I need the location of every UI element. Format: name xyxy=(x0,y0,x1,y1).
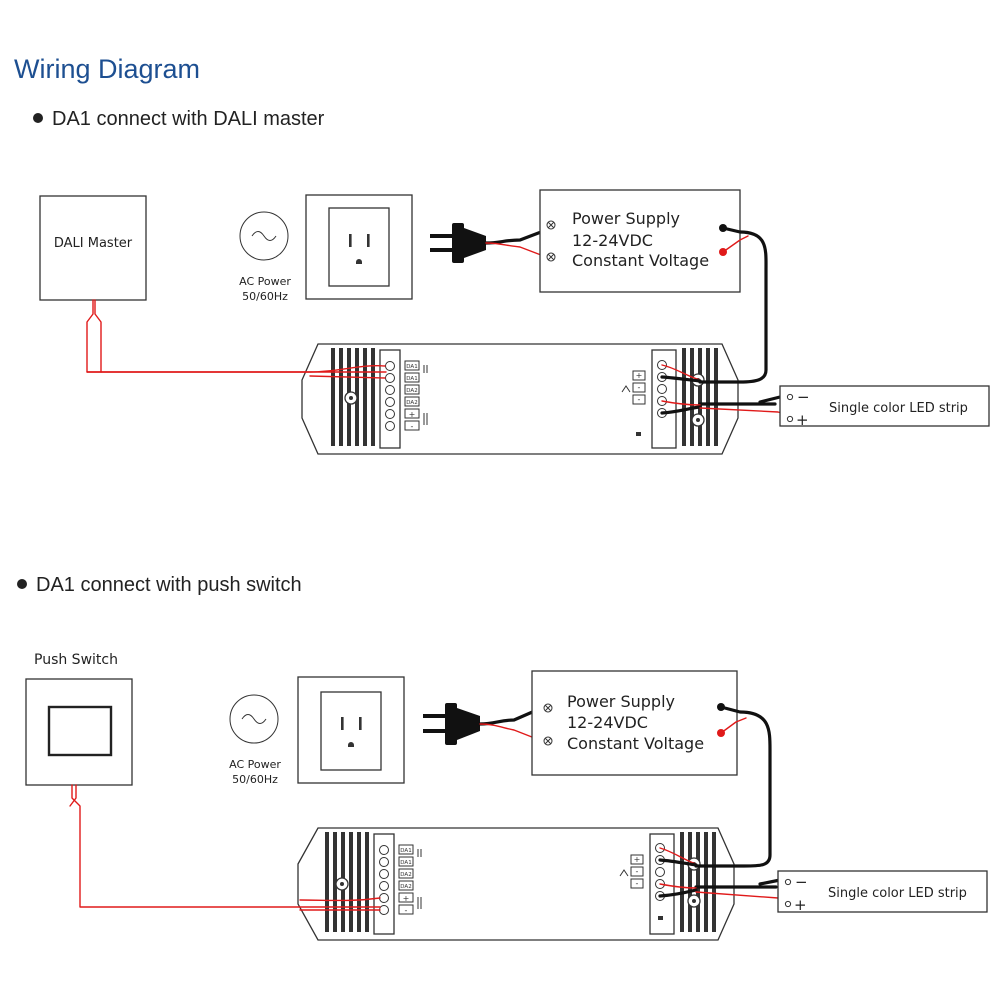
power-supply-voltage: 12-24VDC xyxy=(567,713,648,732)
ac-power-icon xyxy=(229,694,279,744)
led-strip xyxy=(777,870,988,913)
terminal-markings: DA1 DA1 DA2 DA2 + - xyxy=(404,360,428,431)
svg-text:+: + xyxy=(409,410,416,419)
ac-frequency-label: 50/60Hz xyxy=(232,773,278,786)
svg-text:DA1: DA1 xyxy=(400,848,411,854)
svg-text:-: - xyxy=(411,422,414,431)
da1-controller: DA1 DA1 DA2 DA2 + - + xyxy=(297,827,735,941)
da1-controller: DA1 DA1 DA2 DA2 + - + xyxy=(301,343,739,455)
power-supply-terminal-icon xyxy=(546,220,556,262)
ac-power-label: AC Power xyxy=(229,758,281,771)
svg-text:-: - xyxy=(636,867,639,876)
terminal-markings: DA1 DA1 DA2 DA2 + - xyxy=(398,844,422,915)
svg-text:+: + xyxy=(634,855,641,864)
push-switch-wire xyxy=(71,784,381,908)
wall-outlet-icon xyxy=(305,194,413,300)
led-strip-minus: − xyxy=(795,873,808,891)
power-supply-type: Constant Voltage xyxy=(567,734,704,753)
svg-text:DA2: DA2 xyxy=(406,388,417,394)
power-supply-title: Power Supply xyxy=(567,692,675,711)
section-heading: DA1 connect with DALI master xyxy=(52,108,325,130)
section-dali-master: DA1 connect with DALI master DALI Master… xyxy=(33,108,990,455)
power-supply-box xyxy=(531,670,738,776)
output-terminals: + - - xyxy=(621,360,667,436)
svg-text:-: - xyxy=(638,383,641,392)
power-supply-terminal-icon xyxy=(543,703,553,746)
led-strip-label: Single color LED strip xyxy=(828,886,967,901)
plug-icon xyxy=(430,223,486,263)
led-strip xyxy=(779,385,990,427)
power-supply-box xyxy=(539,189,741,293)
svg-text:DA1: DA1 xyxy=(400,860,411,866)
bullet-icon xyxy=(17,579,27,589)
svg-text:+: + xyxy=(636,371,643,380)
wall-outlet-icon xyxy=(297,676,405,784)
svg-text:DA1: DA1 xyxy=(406,376,417,382)
output-terminals: + - - xyxy=(619,843,665,920)
section-push-switch: DA1 connect with push switch Push Switch… xyxy=(17,574,988,941)
dali-master-box xyxy=(39,195,147,301)
svg-text:DA1: DA1 xyxy=(406,364,417,370)
power-supply-title: Power Supply xyxy=(572,209,680,228)
dc-positive-wire xyxy=(659,847,697,865)
svg-text:-: - xyxy=(405,906,408,915)
power-supply-voltage: 12-24VDC xyxy=(572,231,653,250)
svg-text:-: - xyxy=(636,879,639,888)
dc-negative-wire xyxy=(694,705,772,868)
power-supply-type: Constant Voltage xyxy=(572,251,709,270)
svg-text:DA2: DA2 xyxy=(400,884,411,890)
led-strip-plus: + xyxy=(794,896,807,914)
ac-power-label: AC Power xyxy=(239,275,291,288)
svg-text:-: - xyxy=(638,395,641,404)
dc-positive-wire xyxy=(661,364,701,381)
dali-master-label: DALI Master xyxy=(54,236,133,251)
plug-icon xyxy=(423,703,480,745)
svg-text:DA2: DA2 xyxy=(400,872,411,878)
svg-text:DA2: DA2 xyxy=(406,400,417,406)
ac-power-icon xyxy=(239,211,289,261)
led-strip-plus: + xyxy=(796,411,809,429)
led-strip-minus: − xyxy=(797,388,810,406)
bullet-icon xyxy=(33,113,43,123)
page-title: Wiring Diagram xyxy=(14,54,200,84)
push-switch-label: Push Switch xyxy=(34,652,118,668)
svg-text:+: + xyxy=(403,894,410,903)
section-heading: DA1 connect with push switch xyxy=(36,574,302,596)
dc-negative-wire xyxy=(698,226,768,384)
led-strip-label: Single color LED strip xyxy=(829,401,968,416)
push-switch-icon xyxy=(25,678,133,786)
ac-frequency-label: 50/60Hz xyxy=(242,290,288,303)
